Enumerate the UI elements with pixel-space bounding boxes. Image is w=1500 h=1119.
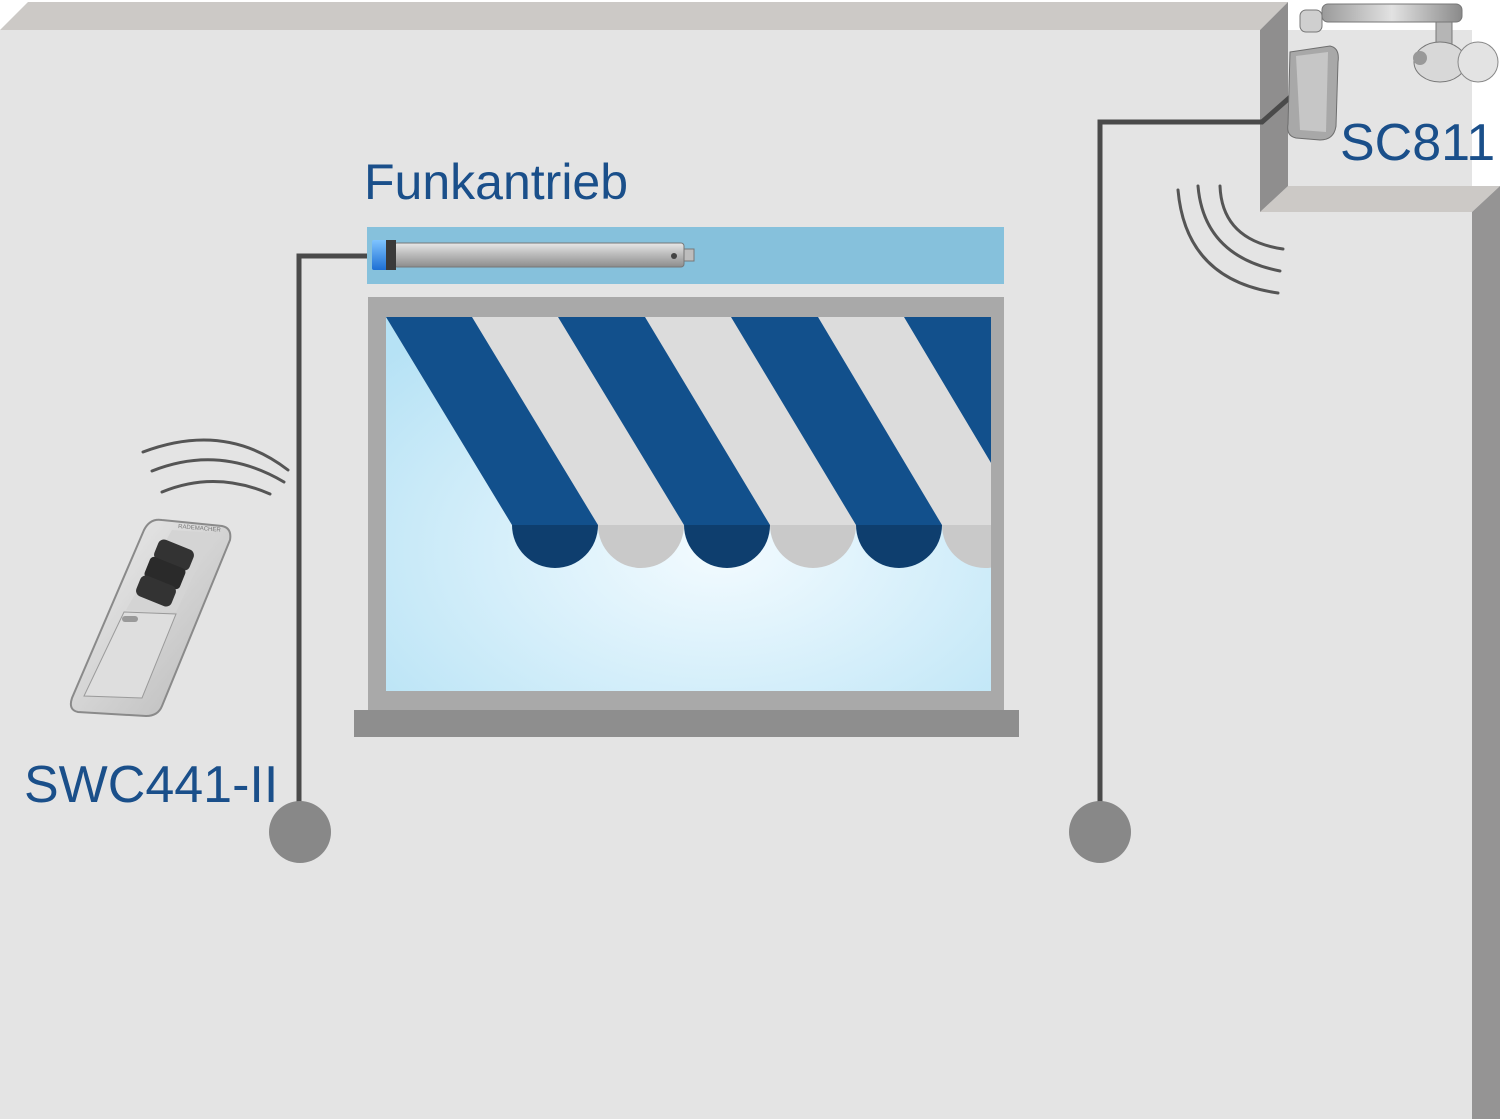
sensor-socket (1069, 801, 1131, 863)
motor-socket (269, 801, 331, 863)
radio-waves-icon (141, 438, 290, 496)
remote-control-icon: RADEMACHER (69, 518, 232, 718)
motor-cable (296, 253, 372, 832)
sensor-cable (1097, 90, 1298, 832)
sensor-label: SC811 (1340, 114, 1496, 172)
cables (296, 90, 1298, 832)
motor-label: Funkantrieb (364, 154, 629, 210)
sun-wind-sensor-icon (1287, 3, 1499, 141)
remote-label: SWC441-II (24, 756, 279, 814)
tubular-motor-icon (372, 240, 695, 270)
wall-corner-top (1260, 186, 1500, 212)
window (354, 297, 1019, 737)
wall-notch-side (1260, 2, 1288, 212)
awning (386, 317, 991, 568)
wall-top-edge (0, 2, 1288, 30)
window-sill (354, 710, 1019, 737)
wall-side-edge (1472, 186, 1500, 1119)
remote-brand-text: RADEMACHER (178, 524, 222, 534)
radio-waves-icon (1176, 184, 1285, 295)
